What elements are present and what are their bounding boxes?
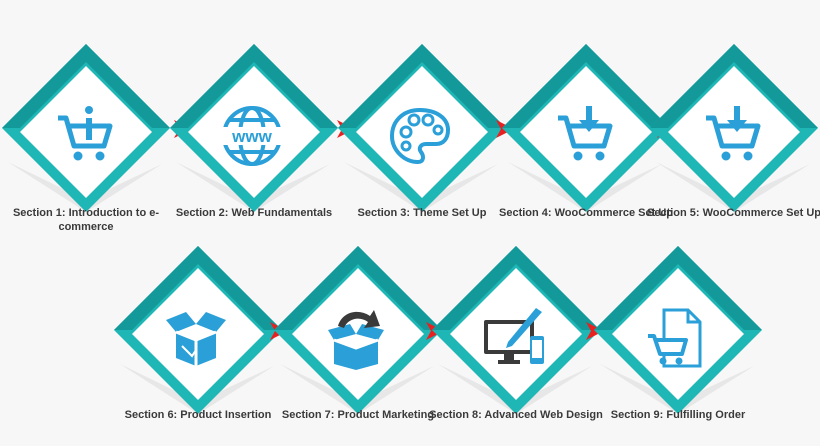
cart-download-icon xyxy=(706,106,761,161)
open-box-icon xyxy=(166,312,226,366)
step-label: Section 4: WooCommerce Set Up xyxy=(499,207,673,219)
devices-design-icon xyxy=(484,308,544,364)
step-label: Section 6: Product Insertion xyxy=(124,409,272,421)
cart-info-icon xyxy=(58,106,113,161)
step-2: www Section 2: Web Fundamentals xyxy=(170,44,338,244)
step-label: Section 3: Theme Set Up xyxy=(357,207,487,219)
step-8: Section 8: Advanced Web Design xyxy=(429,246,603,446)
cart-download-icon xyxy=(558,106,613,161)
step-label: Section 2: Web Fundamentals xyxy=(175,207,333,219)
step-3: Section 3: Theme Set Up xyxy=(338,44,506,244)
step-tile xyxy=(274,246,442,414)
document-cart-icon xyxy=(648,308,702,368)
step-tile xyxy=(338,44,506,212)
step-7: Section 7: Product Marketing xyxy=(274,246,442,446)
step-label: Section 9: Fulfilling Order xyxy=(610,409,746,421)
www-globe-icon: www xyxy=(220,106,284,166)
step-9: Section 9: Fulfilling Order xyxy=(594,246,762,446)
globe-text: www xyxy=(231,127,272,146)
step-tile xyxy=(594,246,762,414)
step-label: Section 1: Introduction to e-commerce xyxy=(12,207,160,233)
step-label: Section 8: Advanced Web Design xyxy=(429,409,603,421)
step-label: Section 7: Product Marketing xyxy=(281,409,435,421)
step-4: Section 4: WooCommerce Set Up xyxy=(499,44,673,244)
step-label: Section 5: WooCommerce Set Up xyxy=(647,207,820,219)
step-6: Section 6: Product Insertion xyxy=(114,246,282,446)
step-tile xyxy=(114,246,282,414)
palette-icon xyxy=(389,107,451,165)
step-1: Section 1: Introduction to e-commerce xyxy=(2,44,170,244)
step-5: Section 5: WooCommerce Set Up xyxy=(647,44,820,244)
box-arrow-icon xyxy=(328,310,384,370)
